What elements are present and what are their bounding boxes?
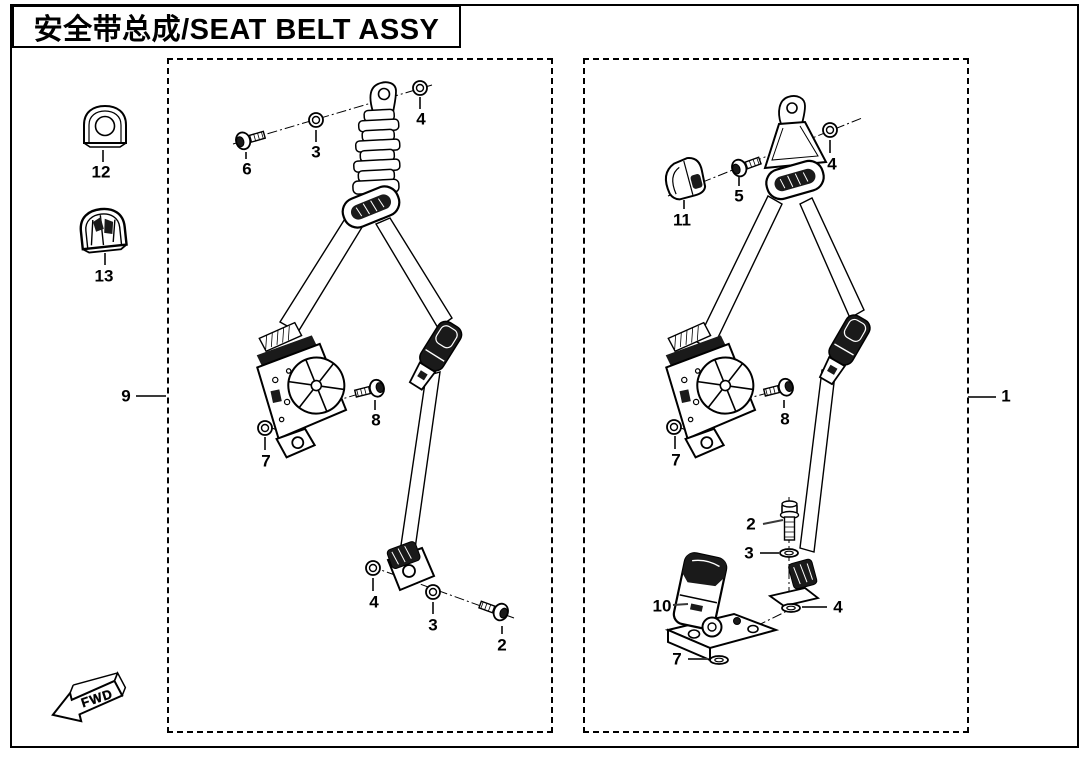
washer-4-upper-left xyxy=(412,80,428,96)
bolt-2-vertical xyxy=(779,500,800,541)
callout-part-4-lower-right: 4 xyxy=(833,597,843,617)
callout-part-3-lower-left: 3 xyxy=(428,615,438,635)
latch-tongue-right xyxy=(813,310,875,389)
buckle-10 xyxy=(672,552,728,630)
callout-part-4-lower-left: 4 xyxy=(369,592,379,612)
right-seat-belt-assembly xyxy=(657,95,875,665)
bolt-6 xyxy=(233,125,268,152)
lap-strap-right xyxy=(799,365,837,553)
washer-3-lower-left xyxy=(425,584,441,600)
bolt-2-left xyxy=(476,595,512,624)
belt-end-anchor-right xyxy=(767,558,821,607)
callout-part-2-right: 2 xyxy=(746,514,756,534)
shoulder-strap-left xyxy=(279,213,453,333)
callout-part-3-upper-left: 3 xyxy=(311,142,321,162)
callout-part-12: 12 xyxy=(91,162,111,182)
washer-7-right xyxy=(666,419,682,435)
callout-part-13: 13 xyxy=(94,266,114,286)
callout-part-7-left: 7 xyxy=(261,451,271,471)
lower-anchor-left xyxy=(386,541,436,592)
lap-strap-left xyxy=(399,371,441,557)
buckle-hinge xyxy=(701,616,723,638)
bolt-8-left xyxy=(352,377,387,403)
bolt-5 xyxy=(728,151,764,180)
cap-12 xyxy=(83,104,127,148)
cap-13 xyxy=(79,207,128,254)
callout-part-2-left: 2 xyxy=(497,635,507,655)
callout-part-6: 6 xyxy=(242,159,252,179)
callout-part-11: 11 xyxy=(673,210,691,230)
callout-part-10: 10 xyxy=(652,596,672,616)
upper-anchor-bellows xyxy=(337,81,405,233)
washer-3-upper-left xyxy=(308,112,324,128)
callout-part-8-left: 8 xyxy=(371,410,381,430)
fwd-direction-arrow: FWD xyxy=(51,671,127,723)
washer-7-left xyxy=(257,420,273,436)
left-diagram-frame xyxy=(167,58,553,733)
washer-4-lower-right xyxy=(781,603,801,613)
callout-part-7-right: 7 xyxy=(671,450,681,470)
page-title: 安全带总成/SEAT BELT ASSY xyxy=(12,5,461,48)
washer-4-upper-right xyxy=(822,122,838,138)
right-diagram-frame xyxy=(583,58,969,733)
callout-part-7-bottom-right: 7 xyxy=(672,649,682,669)
left-seat-belt-assembly xyxy=(233,80,512,624)
washer-7-bottom-right xyxy=(709,655,729,665)
washer-3-right xyxy=(779,548,799,558)
cover-cap-11 xyxy=(664,157,707,201)
callout-part-4-upper-left: 4 xyxy=(416,109,426,129)
callout-part-1: 1 xyxy=(1001,386,1011,406)
bolt-8-right xyxy=(761,376,796,402)
washer-4-lower-left xyxy=(365,560,381,576)
page-border xyxy=(10,4,1079,748)
callout-part-3-right: 3 xyxy=(744,543,754,563)
callout-part-5: 5 xyxy=(734,186,744,206)
leader-lines xyxy=(102,97,996,660)
callout-part-9: 9 xyxy=(121,386,131,406)
callout-part-8-right: 8 xyxy=(780,409,790,429)
shoulder-strap-right xyxy=(696,195,865,351)
triangle-hanger xyxy=(761,95,829,204)
callout-part-4-upper-right: 4 xyxy=(827,154,837,174)
